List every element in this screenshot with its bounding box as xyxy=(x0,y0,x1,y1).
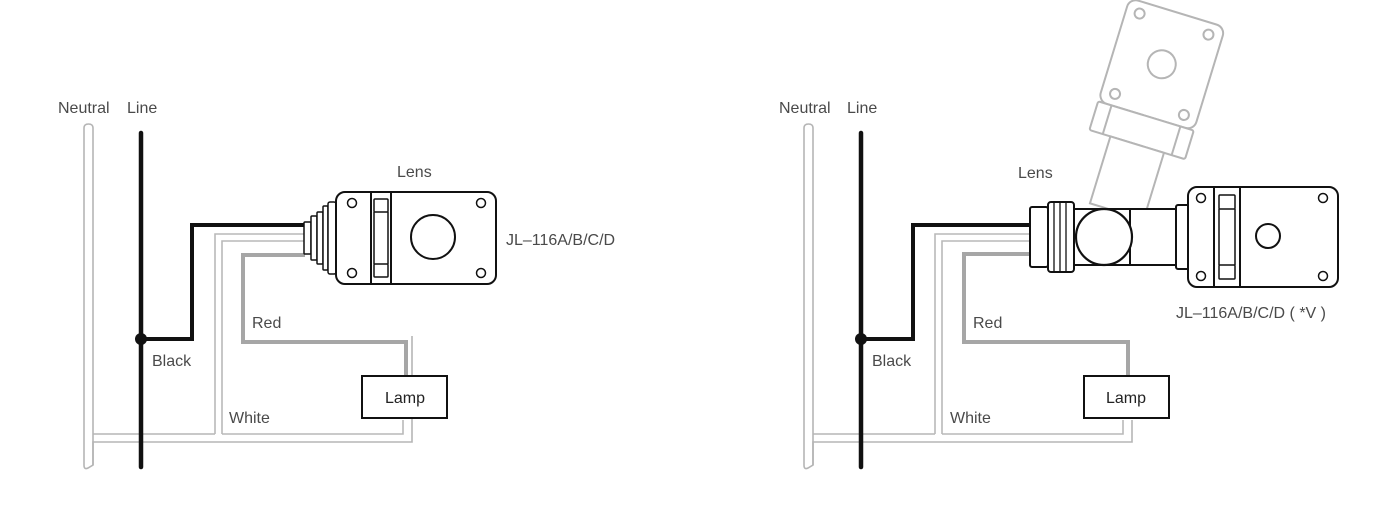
right-black-wire xyxy=(861,223,1030,341)
left-photocell-sensor xyxy=(335,191,497,285)
right-white-wire xyxy=(934,233,1030,434)
right-black-label: Black xyxy=(872,353,912,370)
left-neutral-label: Neutral xyxy=(58,100,110,117)
left-red-label: Red xyxy=(252,315,281,332)
right-red-wire xyxy=(962,252,1130,376)
left-black-wire xyxy=(141,223,305,341)
right-ghost-sensor xyxy=(1088,0,1225,221)
left-white-wire xyxy=(214,233,305,434)
right-white-label: White xyxy=(950,410,991,427)
right-neutral-label: Neutral xyxy=(779,100,831,117)
left-white-label: White xyxy=(229,410,270,427)
right-diagram: Neutral Line Lens JL–116A/B/C/D ( *V ) R… xyxy=(779,0,1339,470)
right-swivel-arm xyxy=(1029,201,1177,273)
right-line-label: Line xyxy=(847,100,877,117)
left-model-label: JL–116A/B/C/D xyxy=(506,232,615,249)
right-swivel-ball xyxy=(1074,207,1134,267)
right-photocell-sensor xyxy=(1175,186,1339,288)
right-red-label: Red xyxy=(973,315,1002,332)
left-red-wire xyxy=(241,253,408,376)
left-threaded-nipple xyxy=(303,201,337,275)
left-lens-icon xyxy=(410,214,456,260)
left-lens-label: Lens xyxy=(397,164,432,181)
right-lamp-label: Lamp xyxy=(1106,390,1146,407)
left-junction-dot xyxy=(135,333,147,345)
left-lamp-label: Lamp xyxy=(385,390,425,407)
right-lens-label: Lens xyxy=(1018,165,1053,182)
left-lamp-box xyxy=(361,375,448,419)
left-line-label: Line xyxy=(127,100,157,117)
right-junction-dot xyxy=(855,333,867,345)
left-diagram: Neutral Line Lens JL–116A/B/C/D Red Blac… xyxy=(58,100,615,470)
right-model-label: JL–116A/B/C/D ( *V ) xyxy=(1176,305,1326,322)
right-lens-icon xyxy=(1255,223,1281,249)
right-lamp-box xyxy=(1083,375,1170,419)
left-black-label: Black xyxy=(152,353,192,370)
